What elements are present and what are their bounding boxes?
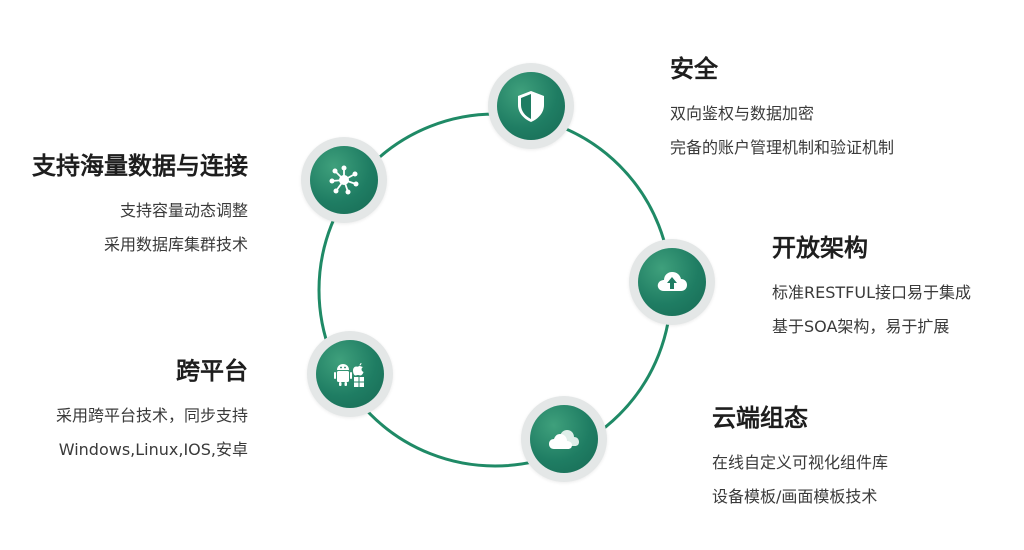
feature-title: 开放架构 — [772, 234, 868, 262]
feature-title: 跨平台 — [176, 357, 248, 385]
feature-line: 双向鉴权与数据加密 — [670, 104, 815, 123]
feature-line: 基于SOA架构，易于扩展 — [772, 317, 950, 336]
node-cloud-config — [521, 396, 607, 482]
feature-line: 完备的账户管理机制和验证机制 — [670, 138, 895, 157]
feature-line: 支持容量动态调整 — [119, 201, 248, 220]
feature-title: 云端组态 — [712, 404, 808, 432]
feature-line: 采用数据库集群技术 — [103, 235, 248, 254]
node-open-architecture — [629, 239, 715, 325]
feature-title: 安全 — [670, 55, 718, 83]
feature-line: Windows,Linux,IOS,安卓 — [58, 440, 248, 459]
node-security — [488, 63, 574, 149]
feature-massive-data: 支持海量数据与连接 支持容量动态调整 采用数据库集群技术 — [32, 150, 248, 262]
feature-open-architecture: 开放架构 标准RESTFUL接口易于集成 基于SOA架构，易于扩展 — [772, 232, 971, 344]
feature-line: 采用跨平台技术，同步支持 — [55, 406, 248, 425]
cloud-icon — [549, 430, 579, 449]
feature-title: 支持海量数据与连接 — [32, 152, 248, 180]
feature-cross-platform: 跨平台 采用跨平台技术，同步支持 Windows,Linux,IOS,安卓 — [56, 355, 248, 467]
cloud-upload-icon — [657, 272, 687, 291]
feature-line: 标准RESTFUL接口易于集成 — [772, 283, 971, 302]
feature-line: 设备模板/画面模板技术 — [712, 487, 878, 506]
feature-line: 在线自定义可视化组件库 — [712, 453, 889, 472]
android-windows-icon — [334, 363, 364, 387]
feature-security: 安全 双向鉴权与数据加密 完备的账户管理机制和验证机制 — [670, 53, 894, 165]
network-hub-icon — [329, 165, 359, 195]
node-cross-platform — [307, 331, 393, 417]
feature-cloud-config: 云端组态 在线自定义可视化组件库 设备模板/画面模板技术 — [712, 402, 888, 514]
node-massive-data — [301, 137, 387, 223]
shield-icon — [518, 91, 544, 122]
